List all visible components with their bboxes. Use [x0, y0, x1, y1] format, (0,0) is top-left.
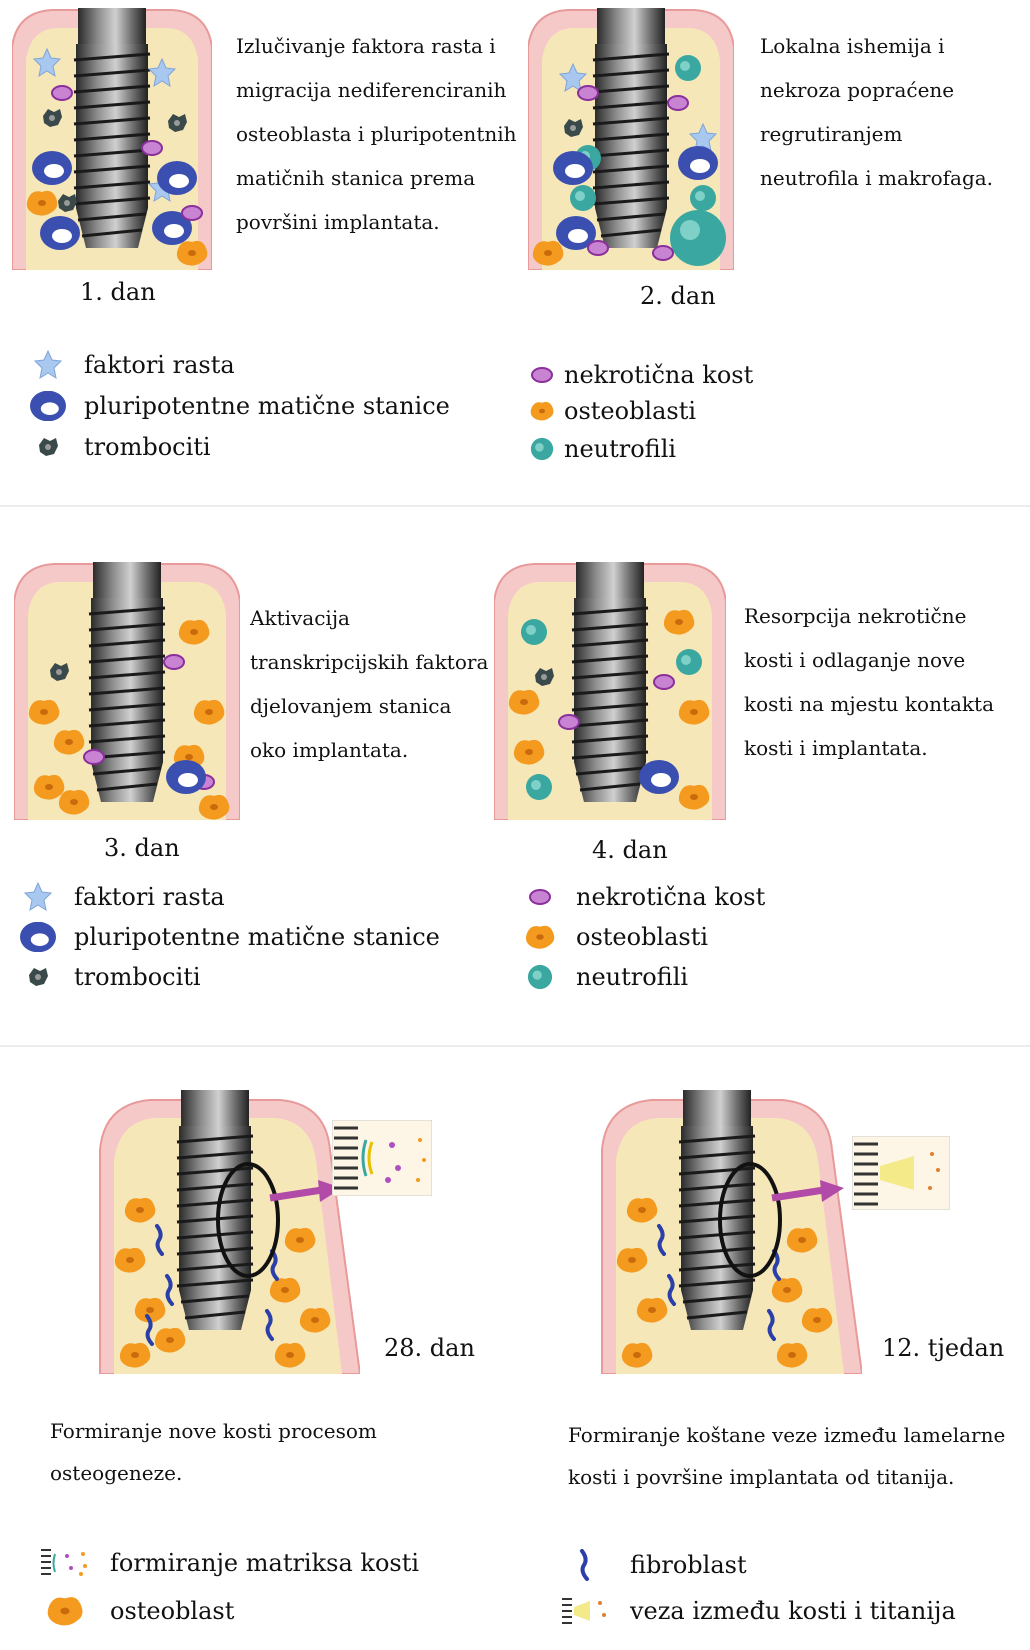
section-divider-1: [0, 505, 1030, 507]
platelet-icon: [26, 965, 50, 989]
platelet-icon: [36, 435, 60, 459]
legend2-osteoblasts: osteoblasti: [522, 922, 708, 952]
legend1-necrotic-bone: nekrotična kost: [530, 360, 753, 390]
legend2-neutrophils: neutrofili: [522, 962, 688, 992]
legend2-platelets: trombociti: [20, 962, 201, 992]
day4-description: Resorpcija nekrotične kosti i odlaganje …: [744, 594, 994, 770]
osteoblast-icon: [525, 924, 555, 950]
panel-day1-illustration: [12, 8, 212, 270]
growth-factor-icon: [23, 882, 53, 912]
bone-matrix-inset-day28: [332, 1120, 432, 1196]
panel-day28-illustration: [70, 1090, 360, 1374]
legend1-neutrophils: neutrofili: [530, 434, 676, 464]
legend3-osteoblast: osteoblast: [38, 1594, 234, 1628]
bone-titanium-bond-icon: [560, 1595, 610, 1627]
legend1-osteoblasts: osteoblasti: [530, 396, 696, 426]
panel-day2-illustration: [528, 8, 734, 270]
bone-titanium-inset-week12: [852, 1136, 950, 1210]
legend3-bone-titanium-bond: veza između kosti i titanija: [558, 1594, 956, 1628]
osteoblast-icon: [530, 400, 554, 422]
legend2-necrotic-bone: nekrotična kost: [522, 882, 765, 912]
week12-description: Formiranje koštane veze između lamelarne…: [568, 1414, 1005, 1498]
bone-matrix-icon: [39, 1546, 91, 1580]
day2-label: 2. dan: [640, 282, 716, 310]
panel-week12-illustration: [572, 1090, 862, 1374]
legend1-growth-factors: faktori rasta: [30, 350, 235, 380]
stem-cell-icon: [30, 391, 66, 421]
panel-day3-illustration: [14, 562, 240, 820]
legend1-platelets: trombociti: [30, 432, 211, 462]
day2-description: Lokalna ishemija i nekroza popraćene reg…: [760, 24, 993, 200]
day3-label: 3. dan: [104, 834, 180, 862]
day3-description: Aktivacija transkripcijskih faktora djel…: [250, 596, 488, 772]
growth-factor-icon: [33, 350, 63, 380]
legend2-stem-cells: pluripotentne matične stanice: [20, 922, 440, 952]
neutrophil-icon: [527, 964, 553, 990]
necrotic-bone-icon: [528, 888, 552, 906]
legend1-stem-cells: pluripotentne matične stanice: [30, 391, 450, 421]
stem-cell-icon: [20, 922, 56, 952]
legend2-growth-factors: faktori rasta: [20, 882, 225, 912]
legend3-fibroblast: fibroblast: [558, 1548, 747, 1582]
day4-label: 4. dan: [592, 836, 668, 864]
day28-description: Formiranje nove kosti procesom osteogene…: [50, 1410, 377, 1494]
panel-day4-illustration: [494, 562, 726, 820]
necrotic-bone-icon: [530, 366, 554, 384]
week12-label: 12. tjedan: [882, 1334, 1004, 1362]
section-divider-2: [0, 1045, 1030, 1047]
fibroblast-icon: [575, 1549, 595, 1581]
day1-description: Izlučivanje faktora rasta i migracija ne…: [236, 24, 517, 244]
osteoblast-icon: [41, 1595, 89, 1627]
legend3-bone-matrix: formiranje matriksa kosti: [38, 1546, 419, 1580]
day1-label: 1. dan: [80, 278, 156, 306]
neutrophil-icon: [530, 437, 554, 461]
day28-label: 28. dan: [384, 1334, 475, 1362]
